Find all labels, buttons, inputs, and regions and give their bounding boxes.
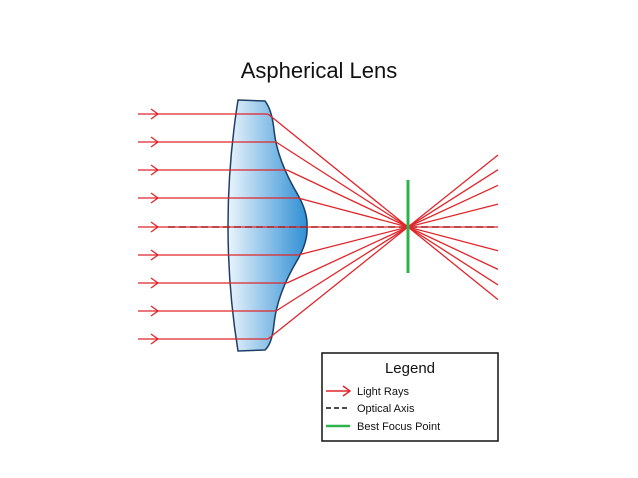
arrow-icon: [150, 136, 160, 148]
arrow-icon: [150, 164, 160, 176]
light-ray: [138, 184, 499, 289]
arrow-icon: [326, 385, 352, 397]
arrow-icon: [150, 192, 160, 204]
arrow-icon: [150, 333, 160, 345]
diagram-title: Aspherical Lens: [241, 58, 398, 83]
light-ray: [138, 136, 499, 286]
legend-item-best-focus-point: Best Focus Point: [326, 421, 440, 433]
light-ray-refracted: [267, 154, 499, 340]
legend-label-optical-axis: Optical Axis: [357, 403, 415, 415]
light-ray-refracted: [286, 169, 499, 270]
light-ray-refracted: [297, 197, 499, 252]
legend-item-optical-axis: Optical Axis: [326, 403, 415, 415]
light-ray: [138, 164, 499, 270]
light-ray-refracted: [275, 169, 499, 312]
arrow-icon: [150, 305, 160, 317]
light-ray-refracted: [267, 113, 499, 301]
aspherical-lens: [227, 99, 308, 352]
light-ray: [138, 154, 499, 345]
arrow-icon: [150, 108, 160, 120]
legend-box: [321, 352, 499, 442]
light-ray: [138, 192, 499, 252]
light-ray-refracted: [275, 141, 499, 286]
light-rays: [138, 108, 499, 345]
legend-title: Legend: [385, 360, 435, 377]
light-ray-refracted: [297, 203, 499, 256]
light-ray: [138, 169, 499, 317]
arrow-icon: [150, 277, 160, 289]
arrow-icon: [150, 249, 160, 261]
legend-item-light-rays: Light Rays: [326, 385, 409, 398]
light-ray: [138, 108, 499, 301]
light-ray: [138, 203, 499, 261]
light-ray: [138, 221, 498, 233]
legend-label-light-rays: Light Rays: [357, 386, 409, 398]
arrow-icon: [150, 221, 160, 233]
light-ray-refracted: [286, 184, 499, 284]
legend: Legend Light Rays Optical Axis Best Focu…: [321, 352, 499, 442]
legend-label-best-focus-point: Best Focus Point: [357, 421, 440, 433]
